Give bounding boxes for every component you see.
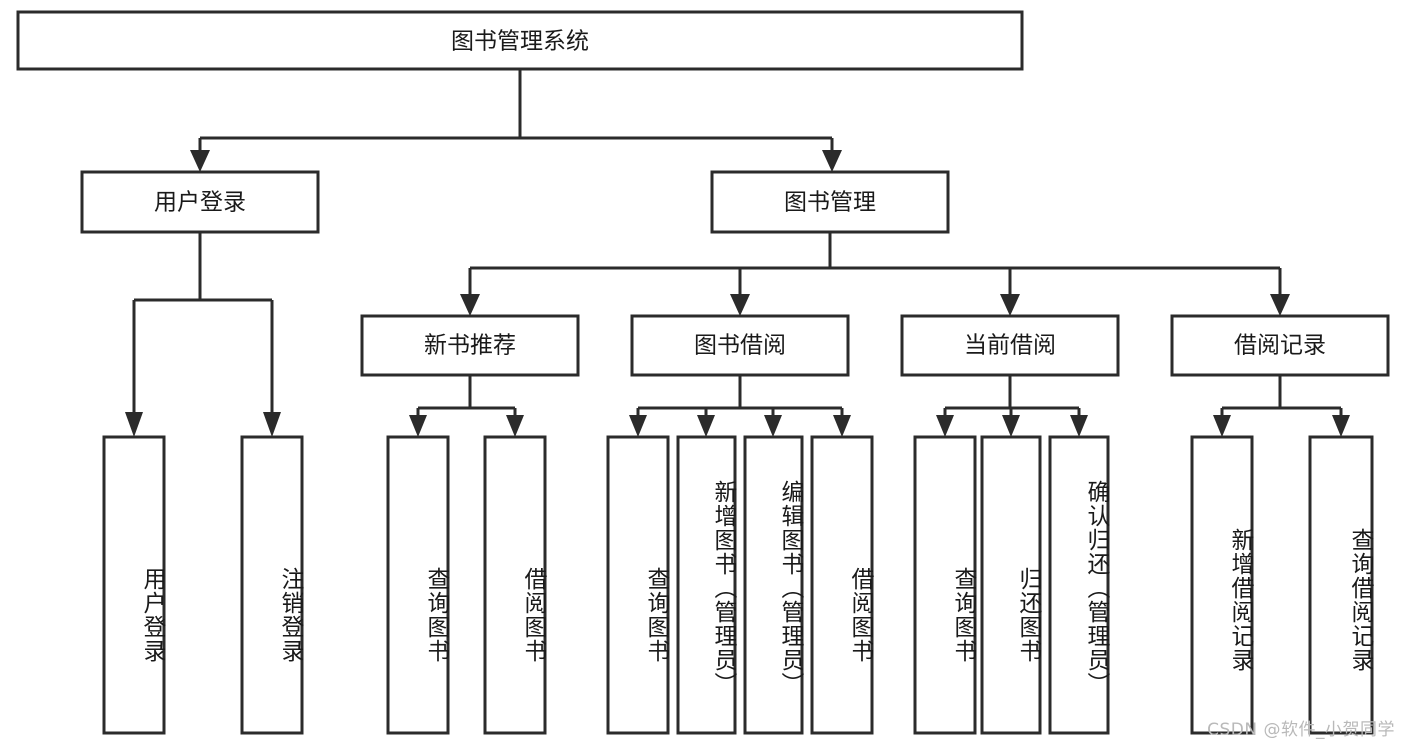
node-new-book-recommend-box[interactable] xyxy=(360,314,580,377)
connector-group-borrow-record xyxy=(1213,375,1350,437)
leaf-box-query-book-3[interactable] xyxy=(913,435,977,735)
arrow-head-user-login-0 xyxy=(125,412,143,437)
connector-group-book-borrow xyxy=(629,375,851,437)
arrow-head-book-borrow-0 xyxy=(629,415,647,437)
leaf-box-borrow-book-1[interactable] xyxy=(483,435,547,735)
arrow-head-root-0 xyxy=(190,150,210,172)
node-book-borrow[interactable]: 图书借阅 xyxy=(630,314,850,377)
leaf-box-query-borrow-record[interactable] xyxy=(1308,435,1374,735)
arrow-head-book-borrow-3 xyxy=(833,415,851,437)
leaf-box-confirm-return-admin[interactable] xyxy=(1048,435,1110,735)
arrow-head-current-borrow-1 xyxy=(1002,415,1020,437)
connector-group-root xyxy=(190,69,842,172)
leaf-box-edit-book-admin[interactable] xyxy=(743,435,804,735)
arrow-head-current-borrow-2 xyxy=(1070,415,1088,437)
csdn-watermark: CSDN @软件_小贺同学 xyxy=(1207,720,1395,740)
node-new-book-recommend[interactable]: 新书推荐 xyxy=(360,314,580,377)
node-root-box[interactable] xyxy=(16,10,1024,71)
arrow-head-book-manage-1 xyxy=(730,294,750,316)
arrow-head-borrow-record-1 xyxy=(1332,415,1350,437)
node-borrow-record[interactable]: 借阅记录 xyxy=(1170,314,1390,377)
arrow-head-borrow-record-0 xyxy=(1213,415,1231,437)
node-book-manage-box[interactable] xyxy=(710,170,950,234)
arrow-head-book-manage-2 xyxy=(1000,294,1020,316)
leaf-box-return-book[interactable] xyxy=(980,435,1042,735)
connector-group-current-borrow xyxy=(936,375,1088,437)
node-borrow-record-box[interactable] xyxy=(1170,314,1390,377)
leaf-box-borrow-book-2[interactable] xyxy=(810,435,874,735)
node-book-manage[interactable]: 图书管理 xyxy=(710,170,950,234)
arrow-head-user-login-1 xyxy=(263,412,281,437)
node-borrow-record-label: 借阅记录 xyxy=(1234,333,1326,359)
node-new-book-recommend-label: 新书推荐 xyxy=(424,333,516,359)
node-book-borrow-box[interactable] xyxy=(630,314,850,377)
node-book-manage-label: 图书管理 xyxy=(784,190,876,216)
leaf-box-user-login[interactable] xyxy=(102,435,166,735)
arrow-head-root-1 xyxy=(822,150,842,172)
connector-group-book-manage xyxy=(460,232,1290,316)
leaf-box-query-book-2[interactable] xyxy=(606,435,670,735)
leaf-box-logout[interactable] xyxy=(240,435,304,735)
node-current-borrow-box[interactable] xyxy=(900,314,1120,377)
node-user-login[interactable]: 用户登录 xyxy=(80,170,320,234)
arrow-head-current-borrow-0 xyxy=(936,415,954,437)
arrow-head-new-book-1 xyxy=(506,415,524,437)
arrow-head-new-book-0 xyxy=(409,415,427,437)
connector-group-user-login xyxy=(125,232,281,437)
arrow-head-book-manage-0 xyxy=(460,294,480,316)
leaf-box-add-borrow-record[interactable] xyxy=(1190,435,1254,735)
leaf-boxes xyxy=(102,435,1374,735)
node-current-borrow[interactable]: 当前借阅 xyxy=(900,314,1120,377)
node-current-borrow-label: 当前借阅 xyxy=(964,333,1056,359)
node-user-login-label: 用户登录 xyxy=(154,190,246,216)
connector-group-new-book xyxy=(409,375,524,437)
arrow-head-book-borrow-2 xyxy=(764,415,782,437)
node-user-login-box[interactable] xyxy=(80,170,320,234)
node-root-label: 图书管理系统 xyxy=(451,29,589,55)
arrow-head-book-borrow-1 xyxy=(697,415,715,437)
arrow-head-book-manage-3 xyxy=(1270,294,1290,316)
leaf-box-query-book-1[interactable] xyxy=(386,435,450,735)
node-root[interactable]: 图书管理系统 xyxy=(16,10,1024,71)
leaf-box-add-book-admin[interactable] xyxy=(676,435,737,735)
node-book-borrow-label: 图书借阅 xyxy=(694,333,786,359)
